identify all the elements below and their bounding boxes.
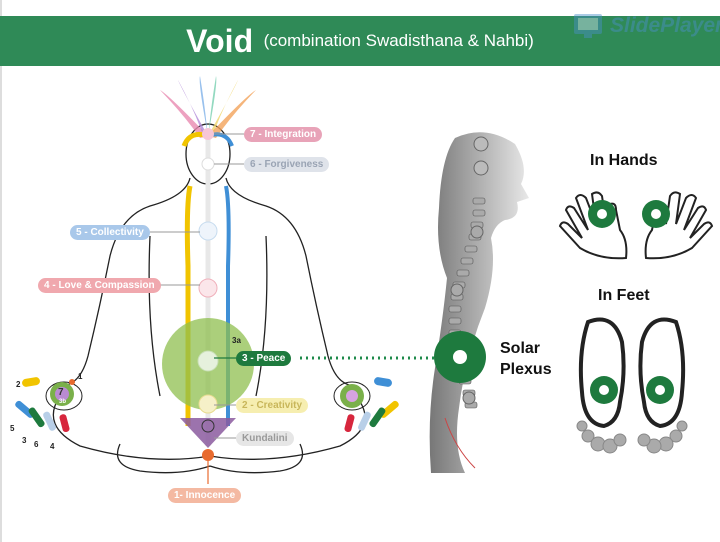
page-border: [0, 0, 2, 542]
page-title: Void (combination Swadisthana & Nahbi): [0, 16, 720, 66]
spine-profile-illustration: [429, 132, 529, 473]
right-hand: [333, 377, 399, 433]
title-main: Void: [186, 23, 254, 59]
marker-finger-6: 6: [34, 440, 39, 449]
solar-plexus-label-line1: Solar: [500, 340, 541, 357]
slideplayer-logo-icon: [574, 14, 602, 38]
connector-dotted-line: [300, 356, 438, 360]
title-subtitle: (combination Swadisthana & Nahbi): [263, 31, 534, 50]
chakra-label-peace: 3 - Peace: [236, 351, 292, 366]
mooladhara-dot: [202, 449, 214, 461]
left-hand: [15, 377, 83, 433]
right-channel: [224, 185, 231, 426]
chakra-label-love-compassion: 4 - Love & Compassion: [38, 278, 161, 293]
marker-3a: 3a: [232, 336, 241, 345]
watermark-text: SlidePlayer: [610, 14, 720, 37]
title-bar: Void (combination Swadisthana & Nahbi): [0, 16, 720, 66]
chakra-label-creativity: 2 - Creativity: [236, 398, 309, 413]
hands-illustration: [558, 191, 714, 260]
marker-finger-5: 5: [10, 424, 15, 433]
solar-plexus-label-line2: Plexus: [500, 361, 552, 378]
meditating-figure: [52, 123, 366, 474]
in-hands-heading: In Hands: [590, 152, 658, 169]
marker-seven: 7: [58, 387, 64, 398]
profile-body: [429, 132, 529, 473]
feet-illustration: [576, 317, 688, 454]
subtle-system-diagram: [15, 76, 399, 484]
chakra-label-forgiveness: 6 - Forgiveness: [244, 157, 330, 172]
chakra-label-innocence: 1- Innocence: [168, 488, 242, 503]
marker-finger-2: 2: [16, 380, 21, 389]
marker-finger-1: 1: [78, 372, 83, 381]
left-channel: [184, 185, 193, 426]
in-feet-heading: In Feet: [598, 287, 650, 304]
slideplayer-watermark: SlidePlayer: [572, 10, 720, 40]
chakra-label-kundalini: Kundalini: [236, 431, 294, 446]
chakra-label-collectivity: 5 - Collectivity: [70, 225, 150, 240]
solar-plexus-circle: [434, 331, 486, 383]
marker-3b: 3b: [59, 399, 67, 405]
chakra-label-integration: 7 - Integration: [244, 127, 323, 142]
marker-finger-4: 4: [50, 442, 55, 451]
kundalini-triangle: [180, 418, 236, 448]
sahasrara-petals: [160, 76, 256, 138]
marker-finger-3: 3: [22, 436, 27, 445]
